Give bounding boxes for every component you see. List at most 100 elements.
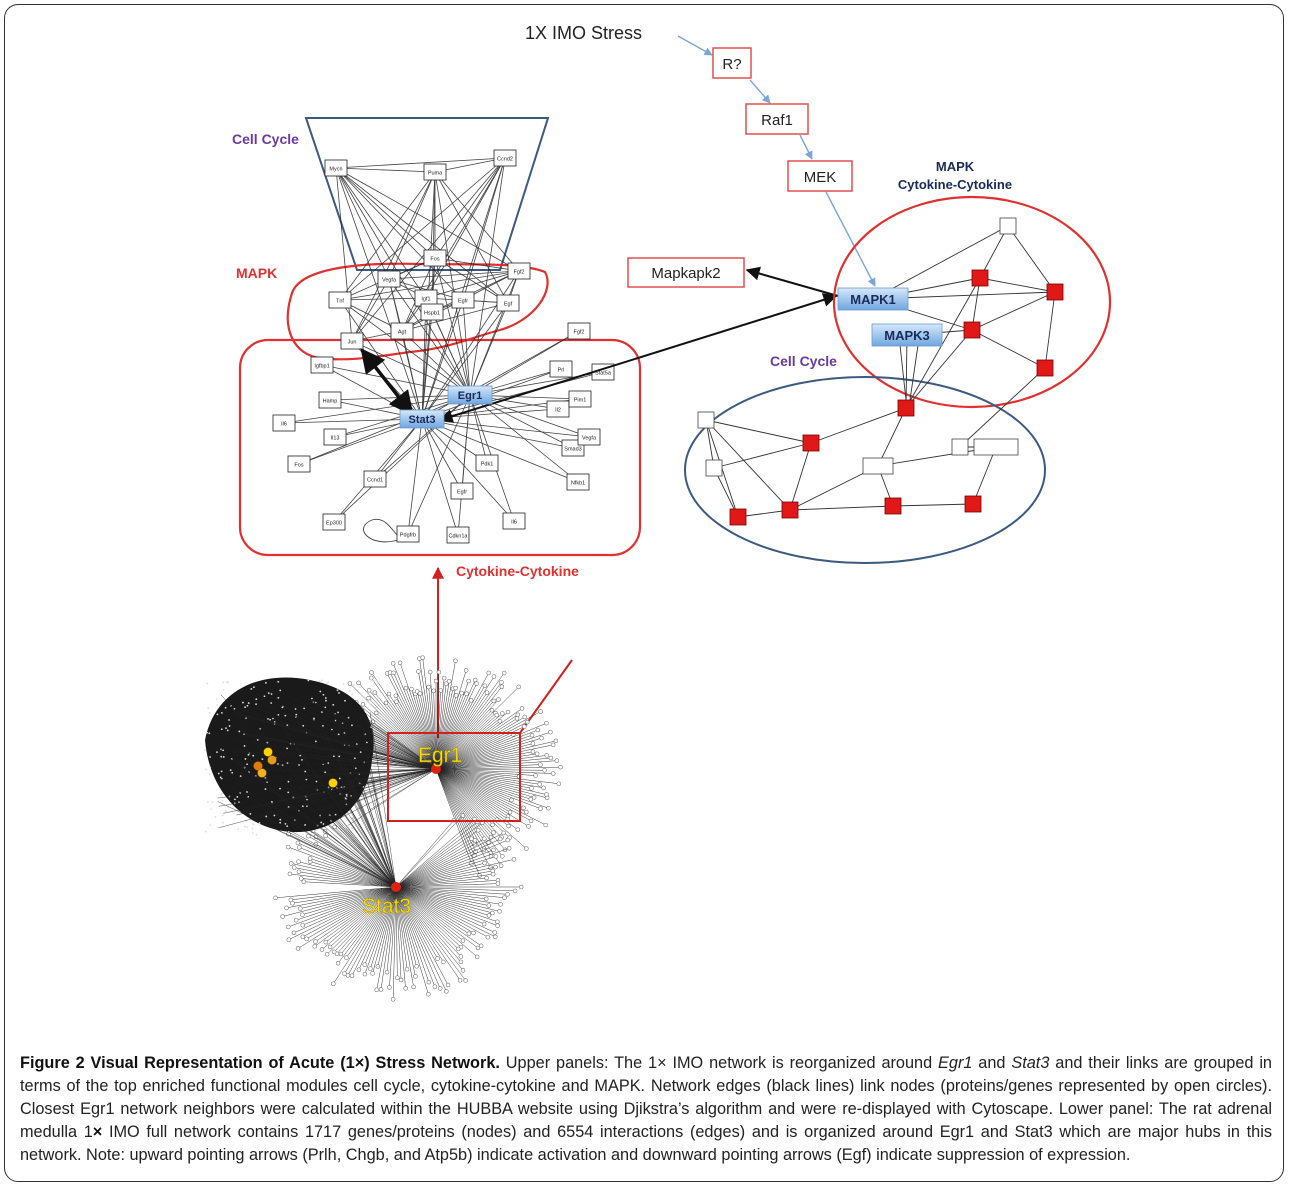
- label-mapk-right-1: MAPK: [936, 159, 975, 174]
- svg-text:Raf1: Raf1: [761, 112, 793, 129]
- caption-text-2: and: [972, 1054, 1012, 1072]
- mapk1-to-mapkapk2-arrow: [745, 266, 839, 297]
- svg-text:Tnf: Tnf: [336, 299, 344, 305]
- node-cc-0: Mycn: [324, 159, 348, 177]
- node-mapk-3: Egfr: [451, 291, 475, 309]
- label-mapk-left: MAPK: [236, 265, 277, 281]
- highlight-node-0: [263, 747, 273, 757]
- node-cytokine-12: Il2: [546, 400, 570, 418]
- svg-text:Jun: Jun: [348, 340, 357, 346]
- mapk-right-module: [832, 195, 1112, 409]
- node-cytokine-9: Il6: [502, 512, 526, 530]
- right-node-0: [999, 217, 1017, 235]
- hub-egr1-left: Egr1: [447, 385, 493, 405]
- caption-text-1: Upper panels: The 1× IMO network is reor…: [499, 1054, 939, 1072]
- caption-stat3: Stat3: [1011, 1054, 1050, 1072]
- node-mapk-4: Egf: [496, 294, 520, 312]
- mapkapk2-node: Mapkapk2: [627, 257, 745, 288]
- svg-text:MAPK3: MAPK3: [884, 328, 930, 343]
- node-cytokine-4: Fos: [287, 455, 311, 473]
- label-cell-cycle-left: Cell Cycle: [232, 131, 299, 147]
- svg-text:Pdk1: Pdk1: [481, 462, 494, 468]
- svg-text:Egf: Egf: [504, 302, 513, 308]
- svg-text:Mapkapk2: Mapkapk2: [651, 265, 720, 282]
- node-cytokine-8: Pdk1: [475, 454, 499, 472]
- right-node-13: [964, 495, 982, 513]
- highlight-node-4: [328, 778, 338, 788]
- svg-text:Egfr: Egfr: [457, 490, 467, 496]
- hub-mapk3-right: MAPK3: [871, 323, 943, 347]
- node-mapk-0: Vegfa: [377, 270, 401, 288]
- node-mapk-7: Agt: [390, 322, 414, 340]
- caption-title: Figure 2 Visual Representation of Acute …: [20, 1054, 500, 1072]
- right-node-6: [802, 434, 820, 452]
- svg-text:Egr1: Egr1: [458, 390, 482, 402]
- label-cell-cycle-right: Cell Cycle: [770, 353, 837, 369]
- right-node-3: [963, 321, 981, 339]
- left-network-edges: [283, 157, 604, 543]
- svg-text:Igfbp1: Igfbp1: [314, 364, 329, 370]
- right-node-4: [1036, 359, 1054, 377]
- svg-text:Il6: Il6: [511, 520, 517, 526]
- svg-text:Stat3: Stat3: [409, 414, 436, 426]
- svg-text:Il6: Il6: [281, 422, 287, 428]
- svg-text:R?: R?: [722, 56, 741, 73]
- node-cytokine-5: Ep300: [322, 513, 346, 531]
- svg-text:Ccnd1: Ccnd1: [367, 478, 383, 484]
- svg-text:Ccnd2: Ccnd2: [497, 157, 513, 163]
- right-node-9: [729, 508, 747, 526]
- egr1-hub-dot: [431, 764, 441, 774]
- svg-text:Il2: Il2: [555, 408, 561, 414]
- full-network-hairball: [204, 655, 563, 1002]
- caption-text-4: IMO full network contains 1717 genes/pro…: [20, 1123, 1272, 1164]
- svg-text:Il13: Il13: [331, 436, 340, 442]
- figure-frame: [4, 4, 1284, 1182]
- caption-cross: ×: [92, 1123, 103, 1141]
- pathway-node-r: R?: [712, 47, 752, 79]
- node-cytokine-6: Ccnd1: [363, 470, 387, 488]
- right-node-10: [781, 501, 799, 519]
- hub-stat3-left: Stat3: [399, 409, 445, 429]
- right-network-nodes: [697, 217, 1064, 526]
- node-cytokine-0: Igfbp1: [310, 356, 334, 374]
- svg-text:Vegfa: Vegfa: [382, 278, 397, 284]
- svg-text:MEK: MEK: [804, 169, 837, 186]
- right-node-7: [697, 411, 715, 429]
- node-mapk-1: Tnf: [328, 291, 352, 309]
- hub-mapk1-right: MAPK1: [837, 287, 909, 311]
- node-mapk-8: Hspb1: [420, 303, 444, 321]
- node-cytokine-3: Il13: [323, 428, 347, 446]
- node-mapk-5: Fgf2: [507, 262, 531, 280]
- svg-text:Fos: Fos: [430, 257, 439, 263]
- svg-text:Igf1: Igf1: [421, 297, 430, 303]
- right-node-14: [973, 438, 1019, 456]
- stat3-jun-arrow: [360, 348, 414, 416]
- right-node-2: [1046, 283, 1064, 301]
- svg-text:Hamp: Hamp: [323, 399, 338, 405]
- svg-text:Smad3: Smad3: [564, 447, 581, 453]
- node-cytokine-10: Pdgfrb: [396, 525, 420, 543]
- caption-text-3: and their links are grouped in terms of …: [20, 1054, 1272, 1141]
- right-node-1: [971, 269, 989, 287]
- right-node-8: [705, 459, 723, 477]
- node-cc-3: Fos: [423, 249, 447, 267]
- node-cytokine-2: Il6: [272, 414, 296, 432]
- stat3-hub-dot: [391, 882, 401, 892]
- cell-cycle-right-module: [684, 376, 1046, 564]
- right-node-11: [862, 457, 894, 475]
- svg-text:Mycn: Mycn: [329, 167, 342, 173]
- svg-text:MAPK1: MAPK1: [850, 292, 896, 307]
- pathway-node-raf1: Raf1: [745, 103, 809, 135]
- pathway-arrow-3: [825, 191, 876, 287]
- pathway-arrow-2: [799, 134, 813, 160]
- bottom-egr1-label: Egr1: [418, 744, 462, 767]
- cell-cycle-left-module: [304, 117, 550, 271]
- svg-text:Pdgfrb: Pdgfrb: [400, 533, 416, 539]
- svg-text:Hspb1: Hspb1: [424, 311, 440, 317]
- egr1-highlight-box: [387, 732, 521, 822]
- node-cytokine-11: Cdkn1a: [446, 526, 470, 544]
- svg-text:Prl: Prl: [558, 368, 565, 374]
- right-node-12: [884, 497, 902, 515]
- right-node-15: [951, 438, 969, 456]
- node-cc-2: Ccnd2: [493, 149, 517, 167]
